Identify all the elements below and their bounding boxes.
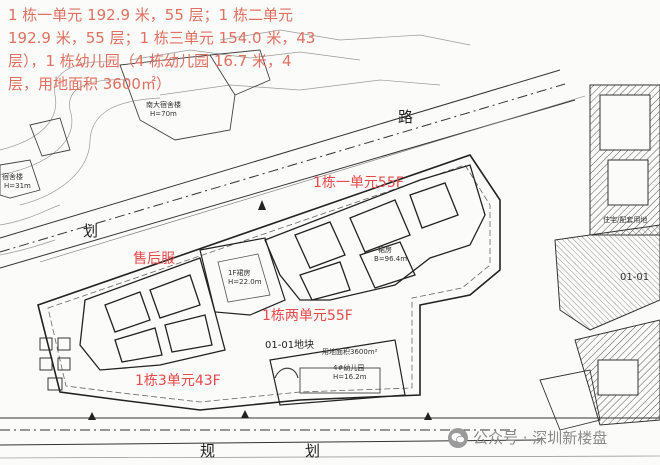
road-name-north-a: 路 xyxy=(398,108,414,126)
kindergarten-outline xyxy=(269,339,406,406)
label-unit-3: 1栋3单元43F xyxy=(135,373,221,389)
caption-line-3: 层），1 栋幼儿园（4 栋幼儿园 16.7 米，4 xyxy=(8,52,292,70)
road-name-south-b: 划 xyxy=(305,442,321,460)
wechat-icon xyxy=(448,427,468,448)
watermark: 公众号 · 深圳新楼盘 xyxy=(448,427,607,448)
caption-text: 1 栋一单元 192.9 米，55 层；1 栋二单元 192.9 米，55 层；… xyxy=(8,4,338,96)
caption-line-1: 1 栋一单元 192.9 米，55 层；1 栋二单元 xyxy=(8,6,293,24)
road-name-south-a: 规 xyxy=(200,442,216,460)
terrain-lines xyxy=(0,29,471,256)
label-tower-a: 裙房 xyxy=(378,246,392,254)
road-name-north-b: 划 xyxy=(83,222,99,240)
label-kindergarten-area: 用地面积3600m² xyxy=(322,348,378,356)
label-site-id: 01-01地块 xyxy=(265,340,315,351)
watermark-text: 公众号 · 深圳新楼盘 xyxy=(473,429,608,447)
label-podium: 售后服 xyxy=(133,251,175,267)
label-podium-h: H=22.0m xyxy=(228,278,262,286)
label-kindergarten: 4#幼儿园 xyxy=(333,364,365,372)
label-tower-b: B=96.4m xyxy=(374,255,408,263)
site-boundary-inner xyxy=(47,164,491,403)
east-blocks xyxy=(539,84,660,431)
north-road xyxy=(0,69,586,269)
caption-line-4: 层，用地面积 3600㎡） xyxy=(8,75,171,93)
label-west-building-h: H=31m xyxy=(4,182,31,190)
caption-line-2: 192.9 米，55 层；1 栋三单元 154.0 米，43 xyxy=(8,29,316,47)
label-podium-1f: 1F裙房 xyxy=(228,269,251,277)
label-unit-1: 1栋一单元55F xyxy=(313,175,404,191)
label-west-building: 宿舍楼 xyxy=(2,173,23,181)
site-boundary xyxy=(37,154,501,411)
tower-unit-1-outline xyxy=(264,164,486,301)
label-north-building: 南大宿舍楼 xyxy=(146,101,181,109)
north-building-outline xyxy=(119,49,271,141)
label-east: 01-01 xyxy=(620,272,650,283)
tower-unit-3-outline xyxy=(79,257,226,371)
label-unit-2: 1栋两单元55F xyxy=(262,308,353,324)
label-east-note: 住宅/配套用地 xyxy=(603,216,648,224)
label-kindergarten-h: H=16.2m xyxy=(333,373,367,381)
legend-icons xyxy=(39,337,71,391)
west-building-outline xyxy=(0,117,71,199)
label-north-building-h: H=70m xyxy=(150,110,177,118)
entry-markers xyxy=(88,200,432,420)
